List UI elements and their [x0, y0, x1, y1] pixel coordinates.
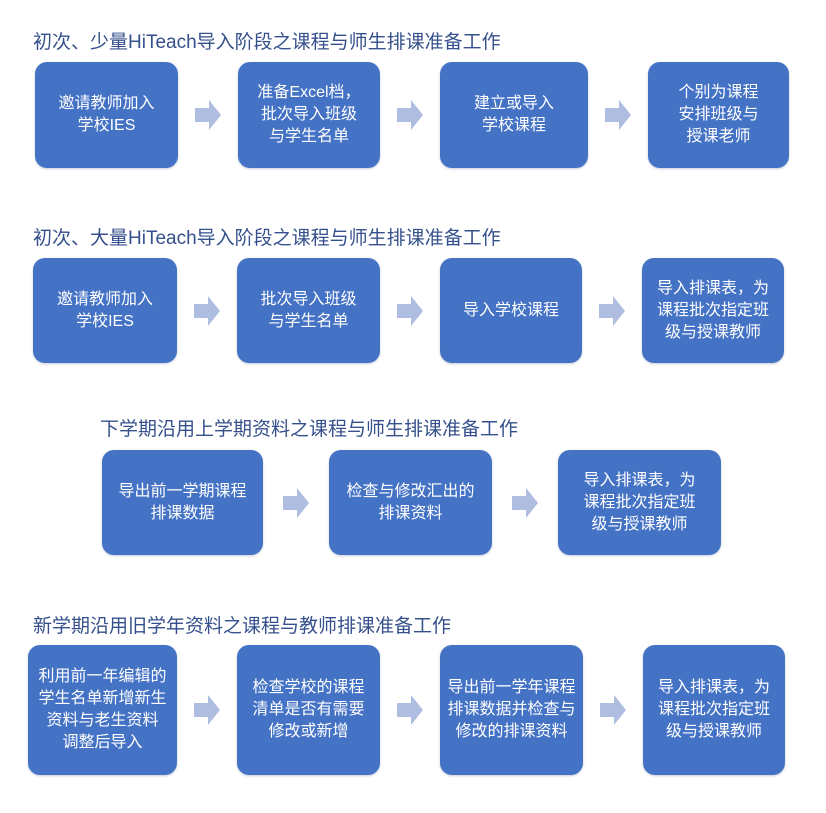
- arrow-right-icon: [195, 100, 221, 130]
- arrow-right-icon: [283, 487, 309, 518]
- flow-step: 建立或导入 学校课程: [440, 62, 588, 168]
- flow-step: 检查学校的课程 清单是否有需要 修改或新增: [237, 645, 380, 775]
- flow-step: 导入排课表，为 课程批次指定班 级与授课教师: [642, 258, 784, 363]
- flow-step: 邀请教师加入 学校IES: [35, 62, 178, 168]
- flow-step: 利用前一年编辑的 学生名单新增新生 资料与老生资料 调整后导入: [28, 645, 177, 775]
- arrow-right-icon: [599, 295, 625, 326]
- flow-step: 导入排课表，为 课程批次指定班 级与授课教师: [643, 645, 785, 775]
- arrow-right-icon: [605, 100, 631, 130]
- flow-step: 批次导入班级 与学生名单: [237, 258, 380, 363]
- arrow-right-icon: [194, 695, 220, 725]
- arrow-right-icon: [397, 695, 423, 725]
- flow-row-1: 邀请教师加入 学校IES 准备Excel档， 批次导入班级 与学生名单 建立或导…: [35, 62, 789, 168]
- flow-title-row1: 初次、少量HiTeach导入阶段之课程与师生排课准备工作: [33, 32, 501, 53]
- arrow-right-icon: [600, 695, 626, 725]
- arrow-right-icon: [194, 295, 220, 326]
- flow-step: 导出前一学期课程 排课数据: [102, 450, 263, 555]
- flow-title-row3: 下学期沿用上学期资料之课程与师生排课准备工作: [100, 419, 519, 440]
- flow-row-2: 邀请教师加入 学校IES 批次导入班级 与学生名单 导入学校课程 导入排课表，为…: [33, 258, 784, 363]
- flow-step: 邀请教师加入 学校IES: [33, 258, 177, 363]
- flow-row-3: 导出前一学期课程 排课数据 检查与修改汇出的 排课资料 导入排课表，为 课程批次…: [102, 450, 721, 555]
- arrow-right-icon: [512, 487, 538, 518]
- arrow-right-icon: [397, 295, 423, 326]
- arrow-right-icon: [397, 100, 423, 130]
- flow-step: 导入排课表，为 课程批次指定班 级与授课教师: [558, 450, 721, 555]
- flow-title-row4: 新学期沿用旧学年资料之课程与教师排课准备工作: [33, 616, 452, 637]
- flow-step: 检查与修改汇出的 排课资料: [329, 450, 492, 555]
- flow-row-4: 利用前一年编辑的 学生名单新增新生 资料与老生资料 调整后导入 检查学校的课程 …: [28, 645, 785, 775]
- flow-step: 个别为课程 安排班级与 授课老师: [648, 62, 789, 168]
- flow-step: 准备Excel档， 批次导入班级 与学生名单: [238, 62, 380, 168]
- flow-title-row2: 初次、大量HiTeach导入阶段之课程与师生排课准备工作: [33, 228, 501, 249]
- flow-step: 导入学校课程: [440, 258, 582, 363]
- flow-step: 导出前一学年课程 排课数据并检查与 修改的排课资料: [440, 645, 583, 775]
